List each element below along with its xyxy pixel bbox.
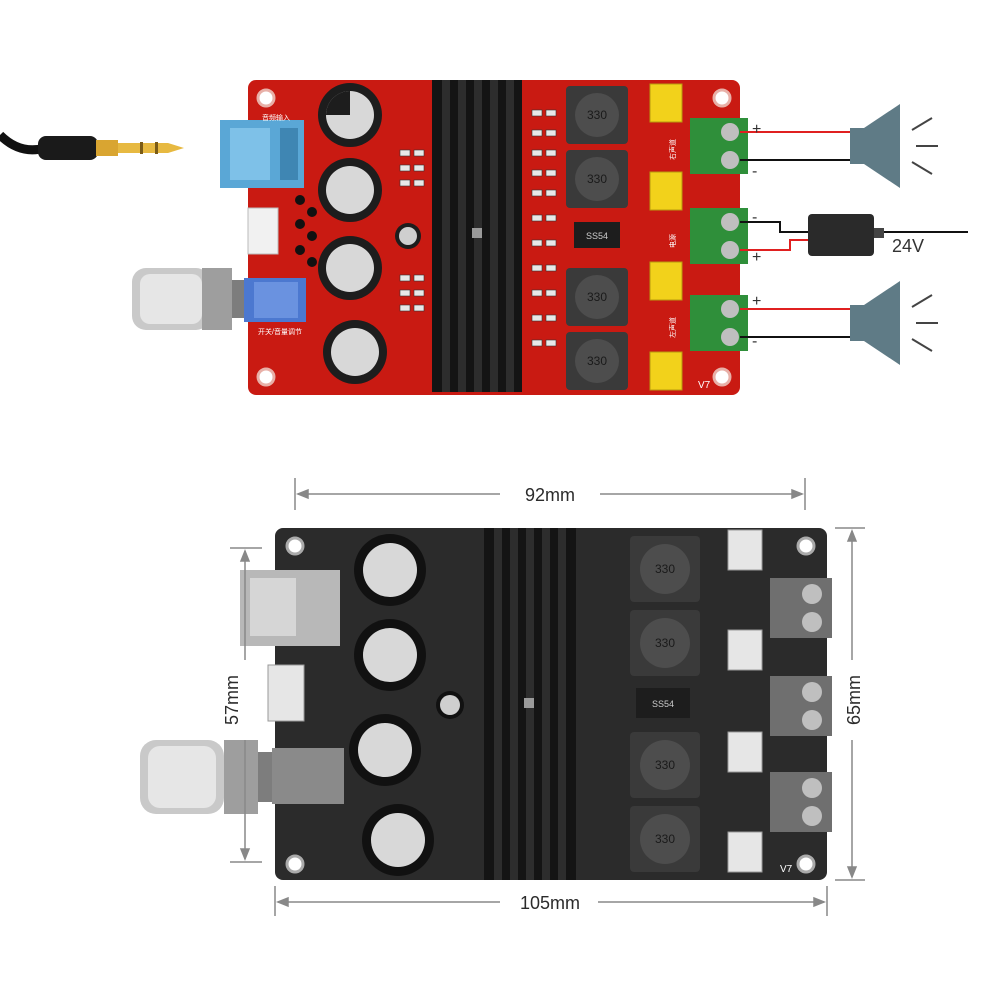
polarity-mark: - bbox=[752, 209, 757, 226]
dimension-right-label: 65mm bbox=[844, 675, 864, 725]
silkscreen-right-channel: 右声道 bbox=[668, 139, 677, 160]
board-version: V7 bbox=[780, 864, 793, 875]
terminal-blocks bbox=[770, 578, 832, 832]
silkscreen-knob: 开关/音量调节 bbox=[258, 327, 302, 336]
dimension-left-label: 57mm bbox=[222, 675, 242, 725]
inductor-label: 330 bbox=[655, 832, 675, 846]
dimension-top-label: 92mm bbox=[525, 485, 575, 505]
dimension-top bbox=[294, 478, 806, 510]
top-inductors: 330 330 SS54 330 330 bbox=[566, 86, 628, 390]
electrolytic-capacitors bbox=[349, 534, 464, 876]
inductor-label: 330 bbox=[587, 108, 607, 122]
inductor: 330 bbox=[566, 86, 628, 144]
polarity-mark: + bbox=[752, 249, 761, 266]
film-capacitors bbox=[727, 529, 763, 873]
heatsink bbox=[432, 80, 522, 392]
inductor-label: 330 bbox=[655, 758, 675, 772]
inductor: 330 bbox=[566, 332, 628, 390]
speaker-icon bbox=[850, 104, 938, 188]
smd-components-right bbox=[531, 109, 557, 347]
inductor-label: 330 bbox=[587, 290, 607, 304]
supply-voltage-label: 24V bbox=[892, 236, 924, 256]
board-version: V7 bbox=[698, 380, 711, 391]
polarity-mark: + bbox=[752, 121, 761, 138]
terminal-blocks bbox=[690, 118, 748, 351]
silkscreen-left-channel: 左声道 bbox=[668, 317, 677, 338]
audio-jack-plug bbox=[0, 131, 184, 160]
dimension-bottom bbox=[274, 886, 828, 916]
white-connector bbox=[267, 664, 305, 722]
small-capacitors bbox=[295, 195, 317, 267]
bottom-inductors: 330 330 SS54 330 330 bbox=[630, 536, 700, 872]
speaker-wires bbox=[740, 131, 850, 338]
inductor-label: 330 bbox=[587, 172, 607, 186]
polarity-mark: + bbox=[752, 293, 761, 310]
ss54-diode bbox=[636, 688, 690, 718]
diode-label: SS54 bbox=[586, 231, 608, 241]
inductor: 330 bbox=[566, 150, 628, 208]
white-connector bbox=[247, 207, 279, 255]
inductor-label: 330 bbox=[655, 636, 675, 650]
inductor: 330 bbox=[566, 268, 628, 326]
polarity-mark: - bbox=[752, 163, 757, 180]
silkscreen-power: 电源 bbox=[668, 234, 677, 248]
dimension-left bbox=[230, 547, 262, 863]
smd-components-left bbox=[399, 149, 425, 312]
silkscreen-audio-input: 音频输入 bbox=[262, 113, 290, 122]
speaker-icon bbox=[850, 281, 938, 365]
film-capacitors bbox=[649, 83, 683, 391]
dimension-right bbox=[835, 527, 865, 881]
power-adapter bbox=[808, 214, 884, 256]
inductor-label: 330 bbox=[655, 562, 675, 576]
electrolytic-capacitors bbox=[318, 83, 421, 384]
volume-knob bbox=[132, 268, 306, 330]
dimension-drawing: 92mm 330 330 bbox=[140, 478, 865, 916]
dimension-bottom-label: 105mm bbox=[520, 893, 580, 913]
volume-knob bbox=[140, 740, 344, 814]
wiring-diagram: 330 330 SS54 330 330 bbox=[0, 80, 968, 395]
ss54-diode bbox=[574, 222, 620, 248]
inductor-label: 330 bbox=[587, 354, 607, 368]
audio-input-jack bbox=[220, 120, 304, 188]
polarity-mark: - bbox=[752, 333, 757, 350]
diode-label: SS54 bbox=[652, 699, 674, 709]
heatsink bbox=[484, 528, 576, 880]
power-wires bbox=[740, 221, 968, 251]
